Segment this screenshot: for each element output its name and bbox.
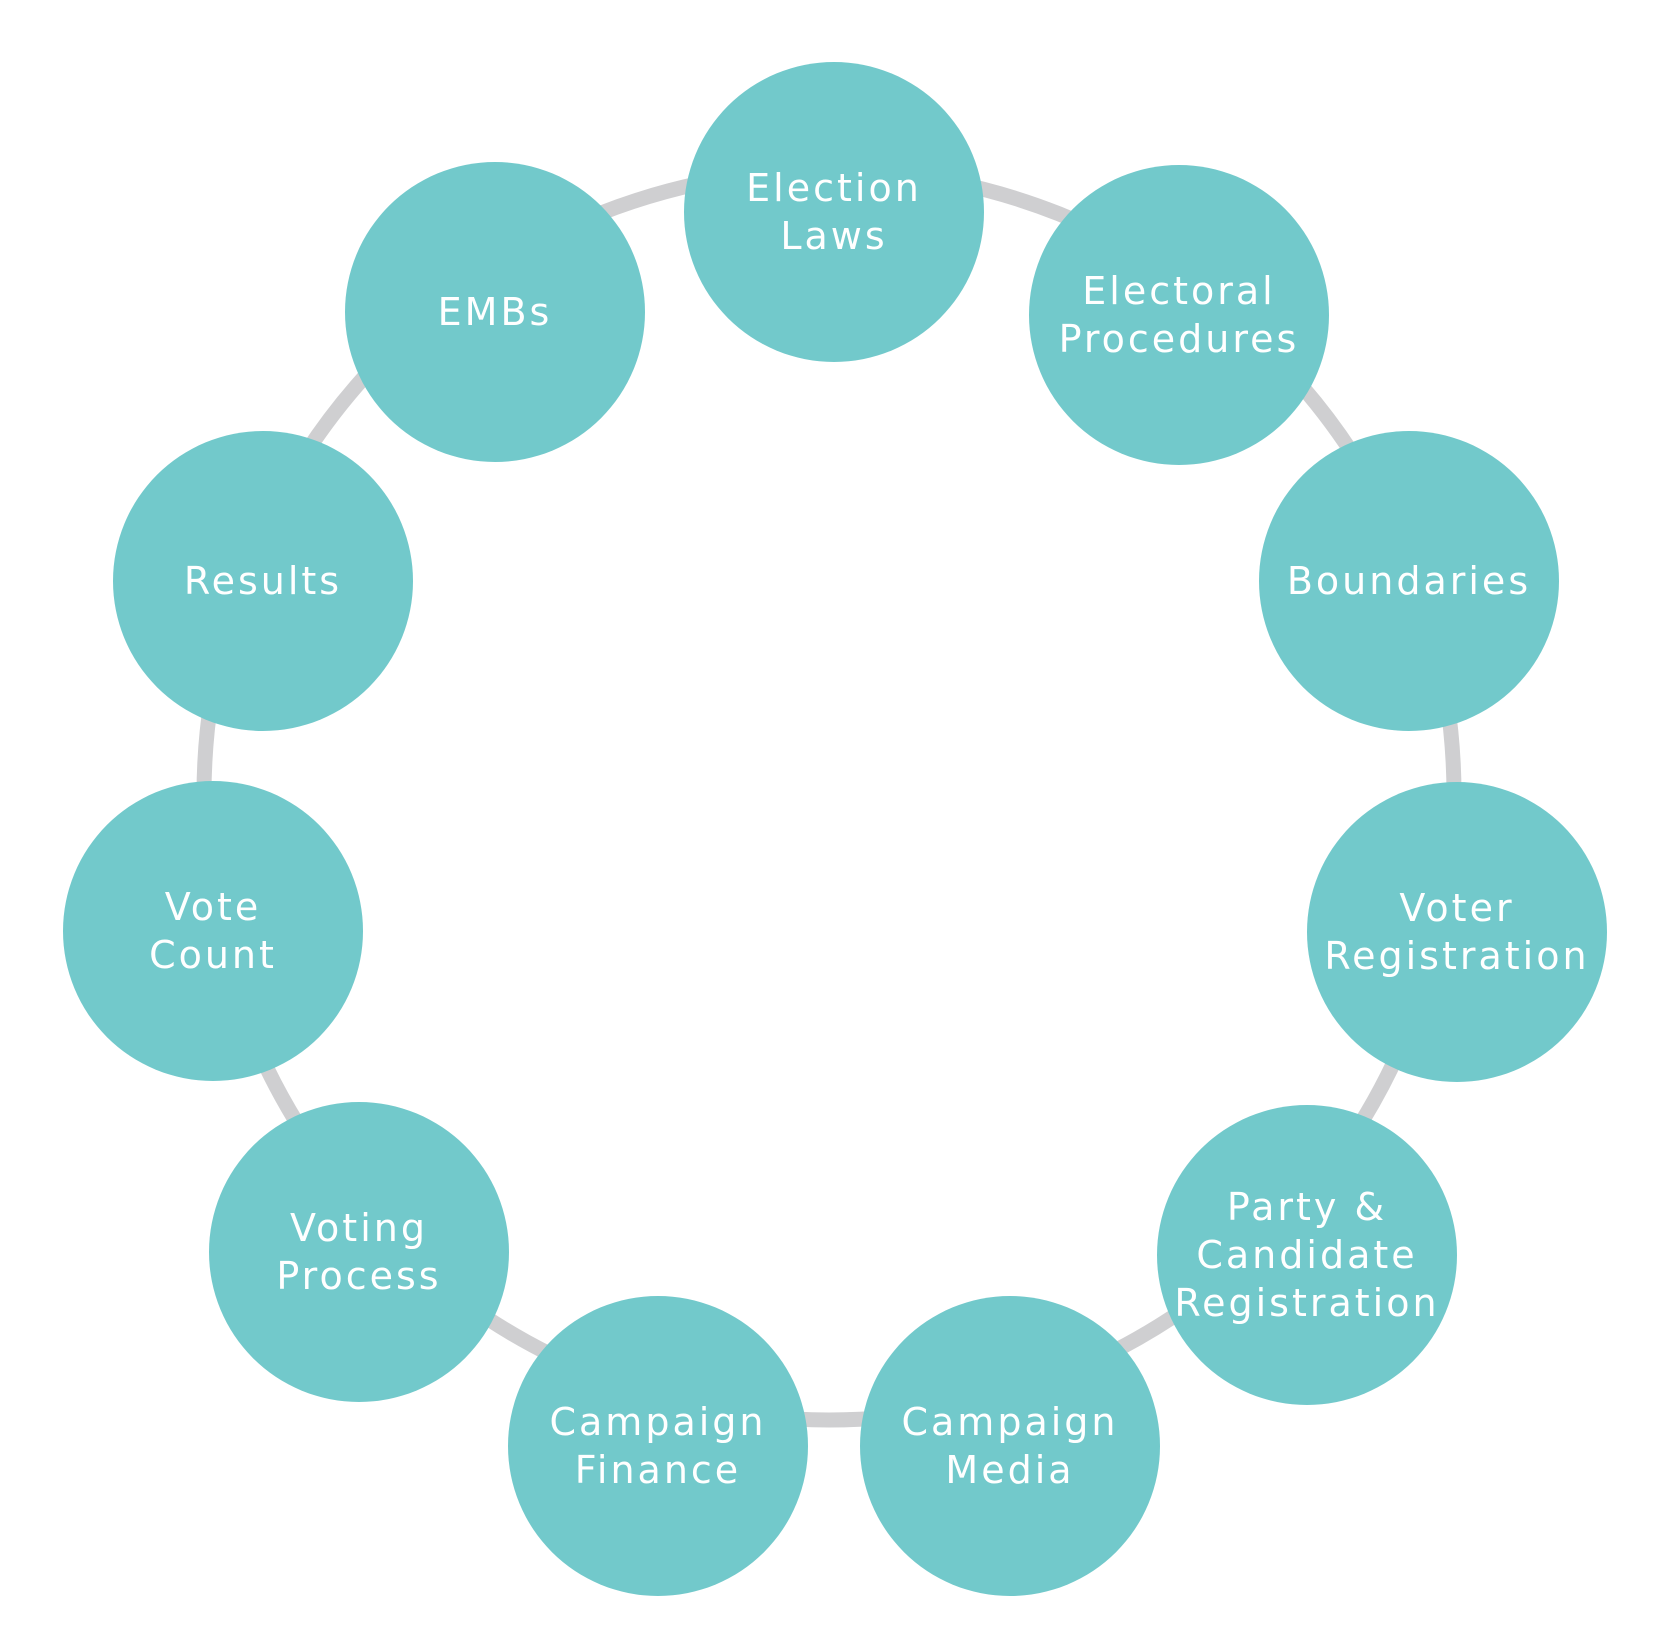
node-label-line: Campaign [549,1400,766,1444]
node-label-line: Electoral [1082,269,1275,313]
node-label-line: Boundaries [1287,559,1531,603]
node-label-line: Registration [1324,934,1589,978]
node-label-line: EMBs [438,290,553,334]
node-embs: EMBs [345,162,645,462]
node-circle [860,1296,1160,1596]
node-label-line: Campaign [901,1400,1118,1444]
node-label-line: Finance [575,1448,741,1492]
node-circle [1029,165,1329,465]
node-label-line: Media [945,1448,1074,1492]
node-label-line: Count [149,933,277,977]
node-label-line: Voter [1399,886,1514,930]
node-label-line: Vote [165,885,262,929]
node-circle [1157,1105,1457,1405]
node-label-line: Laws [780,214,887,258]
node-circle [1307,782,1607,1082]
node-circle [113,431,413,731]
node-circle [684,62,984,362]
node-circle [1259,431,1559,731]
node-label-line: Results [184,559,342,603]
node-circle [345,162,645,462]
node-label-line: Candidate [1196,1233,1417,1277]
node-boundaries: Boundaries [1259,431,1559,731]
nodes-layer: ElectionLawsElectoralProceduresBoundarie… [63,62,1607,1596]
node-label-line: Party & [1227,1185,1387,1229]
node-label-line: Election [746,166,922,210]
node-circle [209,1102,509,1402]
node-label-line: Procedures [1059,317,1300,361]
node-circle [508,1296,808,1596]
node-label-line: Registration [1174,1281,1439,1325]
node-circle [63,781,363,1081]
node-label-line: Voting [290,1206,428,1250]
node-results: Results [113,431,413,731]
node-label-line: Process [276,1254,441,1298]
